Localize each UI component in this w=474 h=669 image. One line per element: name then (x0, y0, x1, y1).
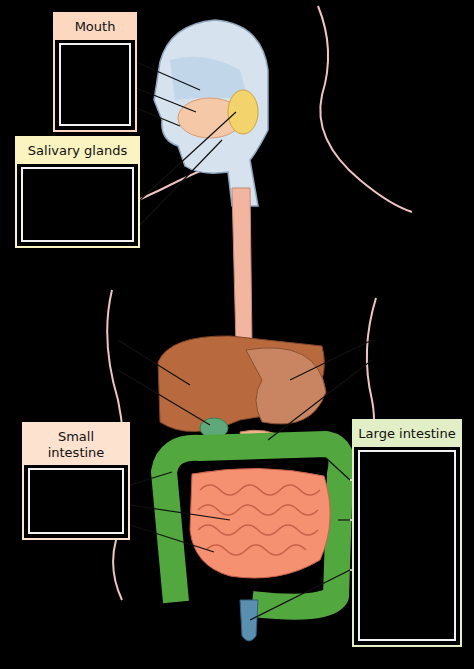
label-panel: Salivary glands (15, 136, 140, 248)
label-panel: Large intestine (352, 419, 462, 647)
tick-marks (120, 62, 358, 570)
label-panel: Mouth (53, 12, 137, 132)
label-panel: Small intestine (22, 422, 130, 540)
stomach (246, 348, 326, 424)
empty-answer-box (59, 43, 131, 126)
panel-heading: Large intestine (354, 421, 460, 447)
panel-heading: Mouth (55, 14, 135, 40)
empty-answer-box (28, 468, 124, 534)
large-intestine (164, 444, 341, 607)
leader-lines (118, 62, 372, 620)
empty-answer-box (21, 167, 134, 242)
rectum (240, 600, 258, 641)
empty-answer-box (358, 450, 456, 641)
panel-heading: Salivary glands (17, 138, 138, 164)
head-silhouette (154, 20, 268, 206)
esophagus (232, 188, 252, 345)
small-intestine (190, 468, 330, 578)
intestine-folds (198, 485, 320, 555)
panel-heading: Small intestine (24, 424, 128, 465)
salivary-gland (228, 90, 258, 134)
